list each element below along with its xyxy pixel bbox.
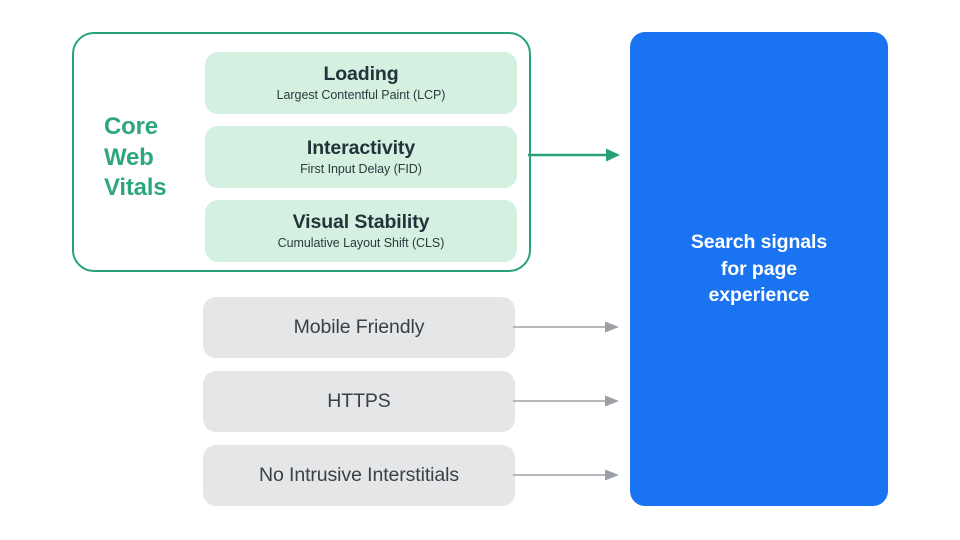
signal-label: HTTPS bbox=[327, 390, 391, 412]
no-intrusive-interstitials-arrow-icon bbox=[513, 469, 619, 481]
metric-title: Loading bbox=[323, 62, 399, 85]
metric-subtitle: Cumulative Layout Shift (CLS) bbox=[277, 236, 445, 251]
search-signals-title: Search signals for page experience bbox=[690, 230, 828, 307]
signal-card-no-intrusive-interstitials[interactable]: No Intrusive Interstitials bbox=[203, 445, 515, 506]
signal-label: Mobile Friendly bbox=[293, 316, 425, 338]
signal-label: No Intrusive Interstitials bbox=[258, 464, 460, 486]
core-web-vitals-arrow-icon bbox=[528, 148, 620, 162]
search-signals-destination-card[interactable]: Search signals for page experience bbox=[630, 32, 888, 506]
https-arrow-icon bbox=[513, 395, 619, 407]
metric-card-visual-stability[interactable]: Visual Stability Cumulative Layout Shift… bbox=[205, 200, 517, 262]
core-web-vitals-label-line-2: Web bbox=[104, 143, 154, 171]
signal-card-mobile-friendly[interactable]: Mobile Friendly bbox=[203, 297, 515, 358]
metric-title: Visual Stability bbox=[292, 210, 430, 233]
metric-card-loading[interactable]: Loading Largest Contentful Paint (LCP) bbox=[205, 52, 517, 114]
mobile-friendly-arrow-icon bbox=[513, 321, 619, 333]
core-web-vitals-label-line-3: Vitals bbox=[104, 174, 167, 202]
metric-subtitle: Largest Contentful Paint (LCP) bbox=[276, 88, 446, 103]
core-web-vitals-group-label: Core Web Vitals bbox=[104, 112, 204, 204]
core-web-vitals-group: Core Web Vitals Loading Largest Contentf… bbox=[72, 32, 531, 272]
metric-card-interactivity[interactable]: Interactivity First Input Delay (FID) bbox=[205, 126, 517, 188]
metric-subtitle: First Input Delay (FID) bbox=[300, 162, 422, 177]
signal-card-https[interactable]: HTTPS bbox=[203, 371, 515, 432]
metric-title: Interactivity bbox=[306, 136, 416, 159]
core-web-vitals-label-line-1: Core bbox=[104, 113, 158, 140]
